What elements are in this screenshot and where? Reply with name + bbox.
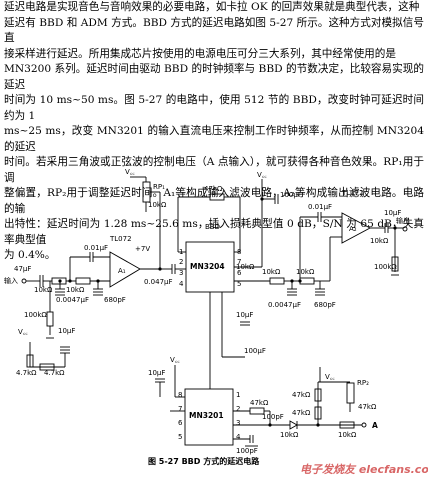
- part-label: 4.7kΩ: [16, 369, 37, 377]
- opamp-a1-label: A₁: [118, 267, 126, 275]
- vcc-label: V꜀꜀: [18, 328, 28, 336]
- mn3201-label: MN3201: [189, 411, 224, 420]
- paragraph-line: 为 0.4%。: [4, 249, 56, 261]
- part-label: 0.0047μF: [268, 301, 301, 309]
- watermark: 电子发烧友 elecfans.com: [300, 463, 428, 476]
- pin-label: 2: [179, 258, 183, 266]
- pin-label: 5: [178, 433, 182, 441]
- pin-label: 3: [179, 269, 183, 277]
- part-label: 0.01μF: [308, 203, 332, 211]
- part-label: 47kΩ: [292, 391, 311, 399]
- part-label: 10kΩ: [370, 237, 389, 245]
- mn3204-label: MN3204: [190, 262, 225, 271]
- part-label: 47μF: [14, 265, 31, 273]
- part-label: 100μF: [280, 191, 302, 199]
- part-label: 10kΩ: [338, 431, 357, 439]
- vcc-label: V꜀꜀: [257, 171, 267, 179]
- body-paragraph: 延迟电路是实现音色与音响效果的必要电路，如卡拉 OK 的回声效果就是典型代表，这…: [4, 0, 424, 264]
- pin-label: 7: [237, 258, 241, 266]
- bbd-label: BBD: [205, 223, 220, 231]
- ground-symbols: [46, 274, 399, 447]
- part-label: 10kΩ: [296, 268, 315, 276]
- part-label: 47kΩ: [358, 403, 377, 411]
- part-label: 680pF: [104, 296, 126, 304]
- part-label: 10μF: [236, 311, 253, 319]
- plus7v-label: +7V: [135, 245, 150, 253]
- part-label: 10kΩ: [66, 286, 85, 294]
- paragraph-line: 出特性：延迟时间为 1.28 ms~25.6 ms，插入损耗典型值 0 dB，S…: [4, 218, 424, 246]
- part-label: 47kΩ: [250, 399, 269, 407]
- vcc-label: V꜀꜀: [170, 356, 180, 364]
- pin-label: 6: [237, 269, 242, 277]
- pin-label: 2: [236, 405, 240, 413]
- paragraph-line: ms~25 ms，改变 MN3201 的输入直流电压来控制工作时钟频率，从而控制…: [4, 125, 424, 153]
- opamp-a2-symbol: [341, 212, 371, 244]
- vcc-label: V꜀꜀: [125, 168, 135, 176]
- vcc-label: V꜀꜀: [325, 373, 335, 381]
- paragraph-line: 整偏置，RP₂用于调整延迟时间。A₁等构成输入滤波电路，A₂等构成输出滤波电路。…: [4, 187, 424, 215]
- paragraph-line: 延迟有 BBD 和 ADM 方式。BBD 方式的延迟电路如图 5-27 所示。这…: [4, 16, 424, 45]
- junction-dots: [58, 197, 397, 427]
- point-a-label: A: [372, 421, 378, 430]
- part-label: 4.7kΩ: [44, 369, 65, 377]
- output-label: 输出: [396, 216, 410, 225]
- pin-label: 3: [236, 419, 240, 427]
- figure-caption: 图 5-27 BBD 方式的延迟电路: [148, 456, 260, 466]
- part-label: 10μF: [384, 209, 401, 217]
- point-a-terminal: [361, 422, 367, 428]
- paragraph-line: 接采样进行延迟。所用集成芯片按使用的电源电压可分三大系列，其中经常使用的是: [4, 47, 396, 60]
- pin-label: 4: [179, 280, 184, 288]
- rp1-label: RP₁: [153, 183, 165, 191]
- pin-label: 1: [236, 391, 240, 399]
- part-label: 10kΩ: [148, 201, 167, 209]
- part-label: 0.01μF: [84, 244, 108, 252]
- mn3201-chip: [184, 388, 234, 446]
- part-label: 10μF: [58, 327, 75, 335]
- paragraph-line: 时间。若采用三角波或正弦波的控制电压（A 点输入），就可获得各种音色效果。RP₁…: [4, 156, 424, 184]
- pin-label: 4: [236, 433, 241, 441]
- opamp-a1-symbol: [109, 251, 141, 288]
- part-label: 100kΩ: [374, 263, 397, 271]
- pin-label: 7: [178, 405, 182, 413]
- pin-label: 5: [237, 280, 241, 288]
- schematic-wiring: [26, 176, 403, 443]
- part-label: 10kΩ: [236, 263, 255, 271]
- part-label: 100pF: [236, 447, 258, 455]
- rp2-label: RP₂: [357, 379, 369, 387]
- input-label: 输入: [4, 276, 18, 285]
- input-terminal: [21, 278, 27, 284]
- part-label: 10kΩ: [262, 268, 281, 276]
- pin-label: 6: [178, 419, 183, 427]
- part-label: 47kΩ: [204, 185, 223, 193]
- opamp-a2-label: A₂: [349, 225, 357, 233]
- part-label: 10kΩ: [280, 431, 299, 439]
- part-label: 10kΩ: [34, 286, 53, 294]
- rp2-pot: [346, 382, 355, 404]
- opamp-a1-part: TL072: [109, 235, 132, 243]
- part-label: 100kΩ: [24, 311, 47, 319]
- part-label: 680pF: [314, 301, 336, 309]
- bbd-delay-circuit-schematic: MN3204 BBD 1 2 3 4 5 6 7 8 MN3201 8 7 6 …: [4, 168, 428, 476]
- part-label: 10μF: [148, 369, 165, 377]
- part-label: 0.047μF: [144, 278, 173, 286]
- opamp-a2-part: TL072: [341, 189, 364, 197]
- pin-label: 8: [178, 391, 182, 399]
- part-label: 0.0047μF: [56, 296, 89, 304]
- rp1-pot: [142, 181, 151, 203]
- part-label: 100μF: [244, 347, 266, 355]
- paragraph-line: 延迟电路是实现音色与音响效果的必要电路，如卡拉 OK 的回声效果就是典型代表，这…: [4, 1, 420, 13]
- output-terminal: [402, 226, 408, 232]
- part-label: 47kΩ: [292, 409, 311, 417]
- paragraph-line: MN3200 系列。延迟时间由驱动 BBD 的时钟频率与 BBD 的节数决定，比…: [4, 63, 424, 91]
- paragraph-line: 时间为 10 ms~50 ms。图 5-27 的电路中，使用 512 节的 BB…: [4, 94, 424, 122]
- part-label: 100pF: [262, 413, 284, 421]
